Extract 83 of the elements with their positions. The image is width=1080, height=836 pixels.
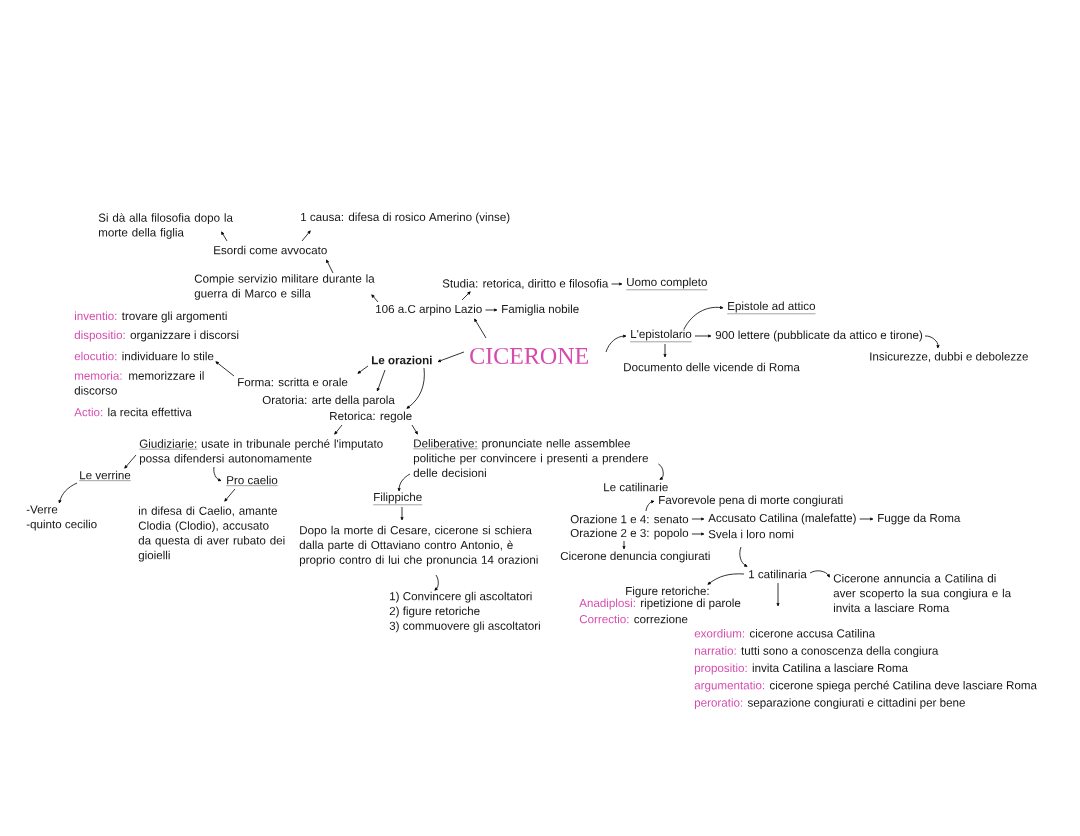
term-definition: Anadiplosi: ripetizione di parole <box>579 598 741 610</box>
arrow <box>645 500 655 512</box>
mind-map-text: Famiglia nobile <box>502 304 579 316</box>
arrow <box>224 488 236 502</box>
mind-map-text: Retorica: regole <box>330 411 412 423</box>
arrow <box>485 308 498 312</box>
mind-map-text: Accusato Catilina (malefatte) <box>708 513 856 525</box>
arrow <box>658 463 664 480</box>
mind-map-text: Favorevole pena di morte congiurati <box>659 495 843 507</box>
arrow <box>371 294 379 303</box>
arrow <box>301 230 311 242</box>
mind-map-text: Fugge da Roma <box>878 513 961 525</box>
mind-map-text: 1 causa: difesa di rosico Amerino (vinse) <box>301 212 510 224</box>
arrow <box>707 573 745 585</box>
arrow <box>691 532 705 536</box>
arrow <box>334 424 343 435</box>
arrow <box>691 517 705 521</box>
mind-map-text: Filippiche <box>373 492 423 505</box>
arrow <box>924 335 940 349</box>
mind-map-text: L'epistolario <box>630 329 692 342</box>
mind-map-text: Deliberative: pronunciate nelle assemblee politiche per convincere i presenti a prendere delle decisioni <box>413 438 648 478</box>
term-definition: Correctio: correzione <box>579 614 688 624</box>
arrow <box>622 540 626 550</box>
arrow <box>397 473 411 492</box>
arrow <box>683 306 724 330</box>
mind-map-text: 900 lettere (pubblicate da attico e tirone) <box>715 330 923 342</box>
mind-map-text: Cicerone denuncia congiurati <box>560 551 710 563</box>
arrow <box>411 424 418 435</box>
mind-map-text: Dopo la morte di Cesare, cicerone si schiera dalla parte di Ottaviano contro Antonio, è proprio contro di lui che pronuncia 14 orazioni <box>299 525 538 567</box>
term-definition: dispositio: organizzare i discorsi <box>74 330 239 342</box>
mind-map-text: Esordi come avvocato <box>214 245 327 255</box>
mind-map-text: Uomo completo <box>626 277 708 290</box>
arrow <box>461 291 471 301</box>
mind-map-text: Compie servizio militare durante la guerra di Marco e silla <box>194 274 375 300</box>
arrow <box>406 367 425 409</box>
mind-map-text: Pro caelio <box>226 475 278 486</box>
arrow <box>474 318 487 339</box>
mind-map-text: 1 catilinaria <box>749 569 807 579</box>
arrow <box>58 482 78 504</box>
mind-map-text: Forma: scritta e orale <box>238 377 348 387</box>
term-list: exordium: cicerone accusa Catilina narratio: tutti sono a conoscenza della congiura propositio: invita Catilina a lasciare Roma argumentatio: cicerone spiega perché Catilina deve lasciare Roma peroratio: separazione congiurati e cittadini per bene <box>694 629 1037 709</box>
mind-map-text: Epistole ad attico <box>727 301 816 314</box>
arrow <box>859 517 874 521</box>
arrow <box>326 259 334 274</box>
term-definition: memoria: memorizzare il discorso <box>74 371 204 395</box>
term-list: elocutio: individuare lo stile <box>74 351 214 361</box>
arrow <box>663 343 667 358</box>
mind-map-text: Giudiziarie: usate in tribunale perché l'imputato possa difendersi autonomamente <box>139 439 383 465</box>
arrow <box>611 282 623 286</box>
mind-map-text: Le verrine <box>79 470 131 481</box>
mind-map-text: Le orazioni <box>372 355 432 365</box>
arrow <box>434 574 439 591</box>
mind-map-text: 106 a.C arpino Lazio <box>376 304 482 316</box>
mind-map-text: Oratoria: arte della parola <box>262 395 395 407</box>
arrow <box>739 546 748 567</box>
mind-map-text: Figure retoriche: <box>626 586 709 598</box>
mind-map-text: in difesa di Caelio, amante Clodia (Clodio), accusato da questa di aver rubato dei gioielli <box>138 506 285 562</box>
mind-map-text: Le catilinarie <box>604 482 668 492</box>
arrow <box>215 361 235 377</box>
mind-map-text: Studia: retorica, diritto e filosofia <box>442 279 609 289</box>
mind-map-text: Insicurezze, dubbi e debolezze <box>870 352 1028 362</box>
mind-map-text: Si dà alla filosofia dopo la morte della figlia <box>98 213 233 239</box>
mind-map-text: Documento delle vicende di Roma <box>624 362 800 372</box>
arrow <box>357 365 369 374</box>
arrow <box>694 334 712 338</box>
arrow <box>605 334 627 353</box>
mind-map-text: -Verre -quinto cecilio <box>26 505 97 531</box>
arrow <box>213 466 222 482</box>
term-definition: inventio: trovare gli argomenti <box>75 311 227 323</box>
mind-map-text: Orazione 1 e 4: senato <box>570 514 689 524</box>
mind-map-text: Orazione 2 e 3: popolo <box>570 528 689 540</box>
arrow <box>221 231 228 242</box>
arrow <box>400 506 404 521</box>
arrow <box>776 582 780 607</box>
arrow <box>437 351 465 363</box>
title-text: CICERONE <box>470 347 588 365</box>
arrow <box>809 570 830 578</box>
mind-map-text: 1) Convincere gli ascoltatori 2) figure retoriche 3) commuovere gli ascoltatori <box>389 591 540 633</box>
arrow <box>376 369 386 392</box>
arrow <box>124 454 137 469</box>
term-definition: Actio: la recita effettiva <box>74 407 192 417</box>
mind-map-text: Svela i loro nomi <box>708 529 794 539</box>
mind-map-text: Cicerone annuncia a Catilina di aver scoperto la sua congiura e la invita a lasciare Roma <box>833 573 1012 613</box>
